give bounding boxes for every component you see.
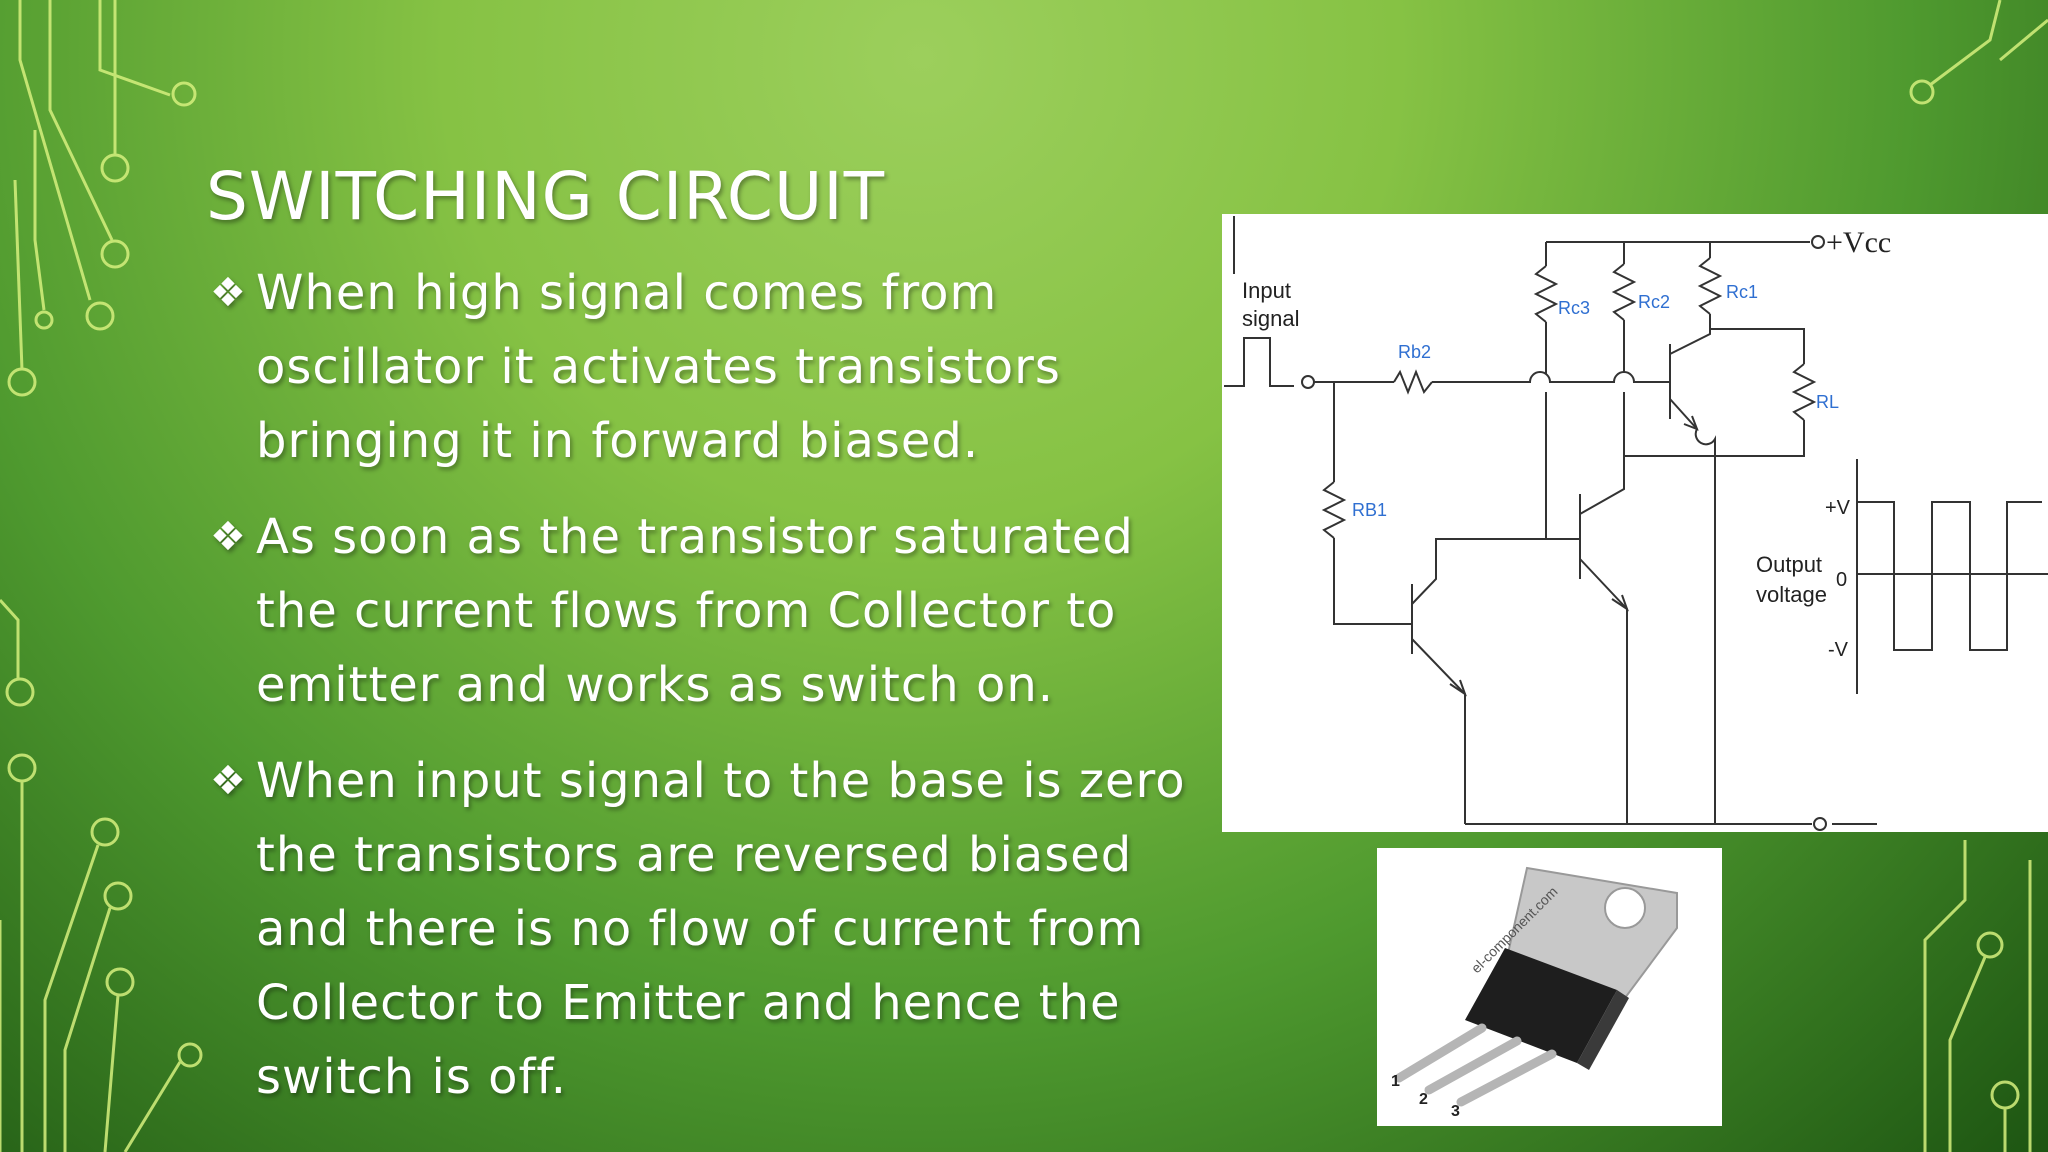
slide-title: SWITCHING CIRCUIT — [206, 158, 886, 235]
mounting-hole — [1604, 887, 1646, 929]
lead-1 — [1394, 1023, 1487, 1083]
transistor-collector — [1411, 538, 1546, 605]
wire — [1694, 428, 1716, 824]
transistor-body-side — [1577, 990, 1629, 1070]
bullet-text: When input signal to the base is zero th… — [256, 753, 1186, 1105]
wire — [1710, 328, 1805, 364]
vcc-label: +Vcc — [1826, 226, 1891, 259]
minus-v-label: -V — [1828, 639, 1849, 661]
lead-2 — [1424, 1036, 1522, 1095]
wire — [1432, 371, 1670, 383]
plus-v-label: +V — [1825, 497, 1851, 519]
trace-node — [1990, 1080, 2020, 1110]
trace-line — [1999, 18, 2048, 62]
trace-line — [1923, 840, 1967, 1152]
pin-2-label: 2 — [1419, 1091, 1428, 1108]
trace-line — [123, 1061, 182, 1152]
pin-3-label: 3 — [1451, 1103, 1460, 1120]
trace-line — [1929, 0, 2002, 87]
rc1-label: Rc1 — [1726, 282, 1758, 302]
rb2-label: Rb2 — [1398, 342, 1431, 362]
transistor-emitter — [1579, 558, 1628, 824]
vcc-terminal — [1811, 235, 1825, 249]
bullet-item: ❖ As soon as the transistor saturated th… — [210, 500, 1220, 722]
trace-node — [7, 367, 37, 397]
bullet-list: ❖ When high signal comes from oscillator… — [210, 256, 1220, 1136]
trace-node — [85, 301, 115, 331]
emitter-arrow — [1611, 594, 1629, 612]
bullet-text: When high signal comes from oscillator i… — [256, 265, 1061, 469]
trace-node — [34, 310, 54, 330]
trace-line — [63, 907, 112, 1152]
input-label: Input — [1242, 278, 1291, 303]
input-terminal — [1301, 375, 1315, 389]
bullet-symbol-icon: ❖ — [210, 270, 247, 316]
trace-node — [1909, 79, 1935, 105]
circuit-diagram: +Vcc Input signal Rb2 RB1 Rc3 Rc2 Rc1 RL… — [1222, 214, 2048, 832]
input-pulse-wire — [1224, 337, 1294, 387]
rc1-resistor — [1697, 257, 1723, 315]
bullet-item: ❖ When high signal comes from oscillator… — [210, 256, 1220, 478]
trace-line — [48, 0, 114, 241]
circuit-diagram-svg: +Vcc Input signal Rb2 RB1 Rc3 Rc2 Rc1 RL… — [1224, 216, 2048, 831]
transistor-emitter — [1411, 638, 1466, 824]
pin-1-label: 1 — [1391, 1073, 1400, 1090]
trace-line — [33, 130, 46, 311]
rb2-resistor — [1393, 369, 1433, 395]
wire — [1669, 314, 1711, 355]
transistor-photo: el-component.com 1 2 3 — [1377, 848, 1722, 1126]
trace-node — [7, 753, 37, 783]
trace-node — [100, 239, 130, 269]
transistor-photo-svg: el-component.com 1 2 3 — [1391, 866, 1678, 1120]
trace-node — [177, 1042, 203, 1068]
trace-line — [1948, 956, 1987, 1152]
input-label: signal — [1242, 306, 1299, 331]
trace-node — [100, 153, 130, 183]
ground-terminal — [1813, 817, 1827, 831]
trace-line — [43, 844, 100, 1152]
rb1-resistor — [1321, 481, 1347, 539]
transistor-collector — [1579, 456, 1625, 515]
trace-node — [5, 677, 35, 707]
rl-resistor — [1791, 363, 1817, 421]
output-label: voltage — [1756, 582, 1827, 607]
trace-node — [1976, 931, 2004, 959]
rc2-resistor — [1611, 263, 1637, 321]
bullet-symbol-icon: ❖ — [210, 758, 247, 804]
trace-line — [18, 0, 92, 301]
waveform-trace — [1857, 501, 2042, 651]
bullet-item: ❖ When input signal to the base is zero … — [210, 744, 1220, 1114]
rc2-label: Rc2 — [1638, 292, 1670, 312]
output-label: Output — [1756, 552, 1822, 577]
zero-label: 0 — [1836, 569, 1847, 591]
bullet-symbol-icon: ❖ — [210, 514, 247, 560]
trace-node — [103, 881, 133, 911]
bullet-text: As soon as the transistor saturated the … — [256, 509, 1134, 713]
trace-line — [103, 994, 120, 1152]
transistor-body — [1465, 948, 1617, 1063]
trace-line — [13, 179, 24, 371]
lead-3 — [1456, 1049, 1557, 1107]
rc3-resistor — [1533, 265, 1559, 323]
transistor-emitter — [1669, 398, 1698, 430]
wire — [1624, 420, 1805, 457]
trace-line — [0, 598, 20, 680]
rb1-label: RB1 — [1352, 500, 1387, 520]
trace-line — [98, 0, 171, 97]
trace-node — [90, 817, 120, 847]
rc3-label: Rc3 — [1558, 298, 1590, 318]
wire — [1333, 538, 1412, 625]
trace-node — [105, 967, 135, 997]
trace-node — [171, 81, 197, 107]
rl-label: RL — [1816, 392, 1839, 412]
emitter-arrow — [1449, 679, 1467, 697]
